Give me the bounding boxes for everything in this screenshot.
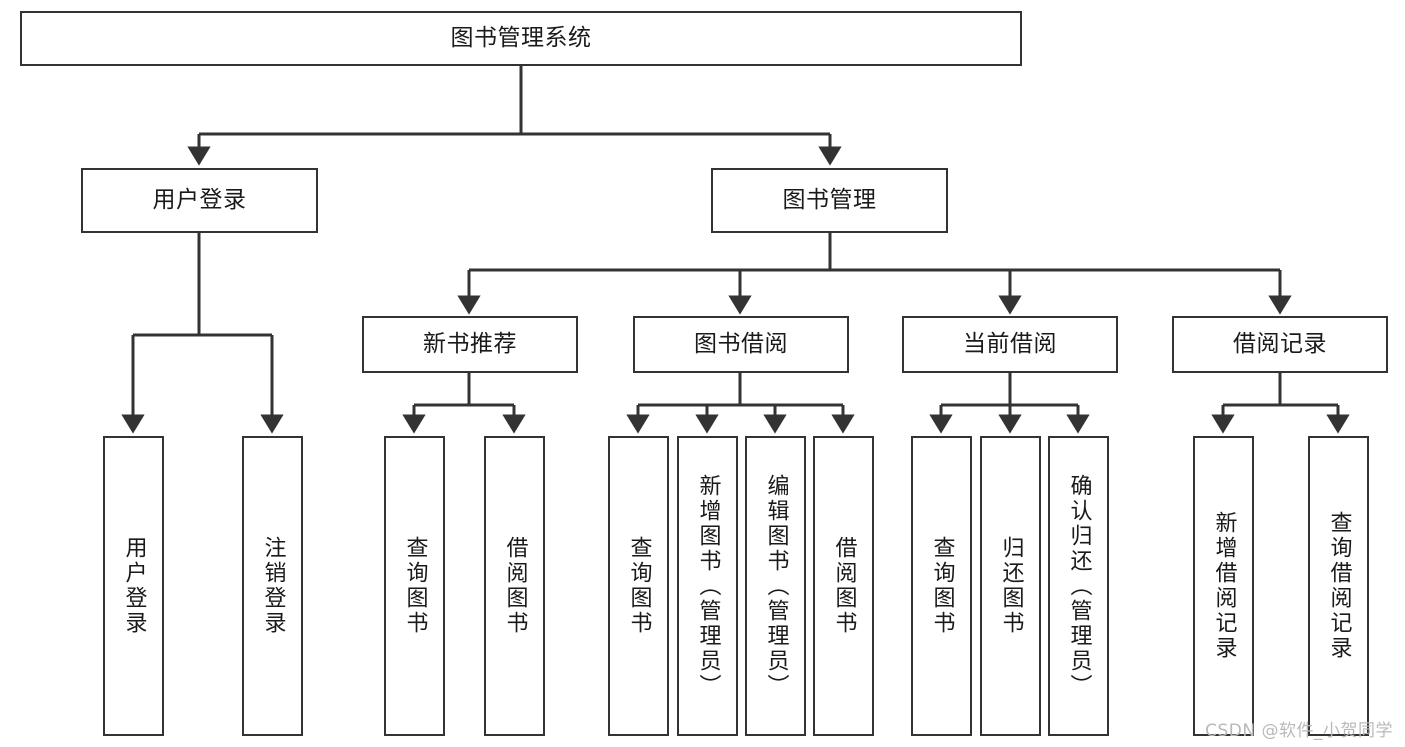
node-leaf-query-book-3[interactable]: 查询图书 [911, 436, 972, 736]
node-leaf-edit-book[interactable]: 编辑图书（管理员） [745, 436, 806, 736]
node-leaf-logout-label: 注销登录 [260, 536, 286, 636]
node-root-label: 图书管理系统 [450, 24, 592, 51]
node-book-borrow-label: 图书借阅 [694, 330, 788, 357]
node-leaf-query-book-2[interactable]: 查询图书 [608, 436, 669, 736]
node-leaf-user-login[interactable]: 用户登录 [103, 436, 164, 736]
node-borrow-record-label: 借阅记录 [1233, 330, 1327, 357]
node-user-login[interactable]: 用户登录 [81, 168, 318, 233]
node-leaf-return-book[interactable]: 归还图书 [980, 436, 1041, 736]
node-leaf-add-book-label: 新增图书（管理员） [695, 473, 721, 699]
node-leaf-edit-book-label: 编辑图书（管理员） [763, 473, 789, 699]
node-leaf-borrow-book-2-label: 借阅图书 [831, 536, 857, 636]
node-user-login-label: 用户登录 [152, 186, 247, 213]
node-leaf-confirm-return-label: 确认归还（管理员） [1066, 473, 1092, 699]
node-leaf-query-book-1[interactable]: 查询图书 [384, 436, 445, 736]
node-book-manage[interactable]: 图书管理 [711, 168, 948, 233]
node-leaf-borrow-book-2[interactable]: 借阅图书 [813, 436, 874, 736]
node-leaf-query-book-3-label: 查询图书 [929, 536, 955, 636]
node-leaf-add-book[interactable]: 新增图书（管理员） [677, 436, 738, 736]
node-leaf-query-book-1-label: 查询图书 [402, 536, 428, 636]
node-new-book-recommendation[interactable]: 新书推荐 [362, 316, 578, 373]
node-leaf-query-record[interactable]: 查询借阅记录 [1308, 436, 1369, 736]
node-new-book-recommendation-label: 新书推荐 [423, 330, 517, 357]
node-book-manage-label: 图书管理 [782, 186, 877, 213]
node-leaf-query-record-label: 查询借阅记录 [1326, 511, 1352, 661]
node-leaf-confirm-return[interactable]: 确认归还（管理员） [1048, 436, 1109, 736]
node-current-borrow-label: 当前借阅 [963, 330, 1057, 357]
node-leaf-add-record[interactable]: 新增借阅记录 [1193, 436, 1254, 736]
node-current-borrow[interactable]: 当前借阅 [902, 316, 1118, 373]
node-leaf-logout[interactable]: 注销登录 [242, 436, 303, 736]
node-leaf-return-book-label: 归还图书 [998, 536, 1024, 636]
node-leaf-add-record-label: 新增借阅记录 [1211, 511, 1237, 661]
node-leaf-borrow-book-1[interactable]: 借阅图书 [484, 436, 545, 736]
node-leaf-user-login-label: 用户登录 [121, 536, 147, 636]
node-leaf-query-book-2-label: 查询图书 [626, 536, 652, 636]
node-book-borrow[interactable]: 图书借阅 [633, 316, 849, 373]
node-root[interactable]: 图书管理系统 [20, 11, 1022, 66]
node-borrow-record[interactable]: 借阅记录 [1172, 316, 1388, 373]
watermark-text: CSDN @软件_小贺同学 [1205, 721, 1393, 741]
node-leaf-borrow-book-1-label: 借阅图书 [502, 536, 528, 636]
